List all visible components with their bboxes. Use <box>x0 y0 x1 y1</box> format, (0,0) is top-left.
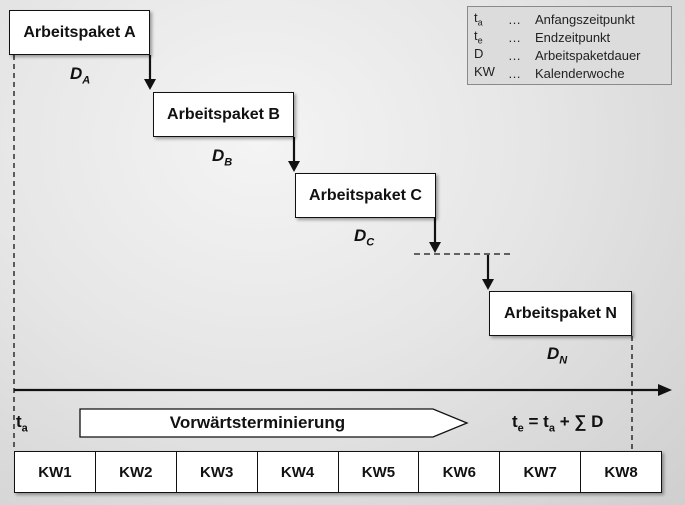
package-label-c: Arbeitspaket C <box>309 186 422 204</box>
legend-box: ta…Anfangszeitpunkt te…Endzeitpunkt D…Ar… <box>467 6 672 85</box>
arrowhead-a-b <box>144 79 156 90</box>
end-time-formula: te = ta + ∑ D <box>512 412 604 435</box>
duration-label-c: DC <box>354 226 375 249</box>
time-axis-arrowhead <box>658 384 672 396</box>
week-cell: KW2 <box>94 451 176 493</box>
package-box-n: Arbeitspaket N <box>489 291 632 336</box>
week-cell: KW1 <box>14 451 95 493</box>
week-cell: KW7 <box>499 451 581 493</box>
week-cell: KW3 <box>175 451 257 493</box>
package-label-a: Arbeitspaket A <box>23 23 136 41</box>
week-cell: KW4 <box>256 451 338 493</box>
package-box-a: Arbeitspaket A <box>9 10 150 55</box>
legend-row: te…Endzeitpunkt <box>474 28 611 46</box>
week-cell: KW6 <box>418 451 500 493</box>
calendar-week-row: KW1 KW2 KW3 KW4 KW5 KW6 KW7 KW8 <box>14 451 662 493</box>
start-time-label: ta <box>16 412 28 435</box>
legend-row: KW…Kalenderwoche <box>474 64 625 81</box>
duration-label-b: DB <box>212 146 233 169</box>
package-label-b: Arbeitspaket B <box>167 105 280 123</box>
direction-arrow <box>79 408 469 438</box>
package-box-b: Arbeitspaket B <box>153 92 294 137</box>
week-cell: KW8 <box>580 451 662 493</box>
direction-label: Vorwärtsterminierung <box>169 413 346 432</box>
arrowhead-gap-n <box>482 279 494 290</box>
legend-row: ta…Anfangszeitpunkt <box>474 10 635 28</box>
duration-label-n: DN <box>547 344 568 367</box>
legend-row: D…Arbeitspaketdauer <box>474 46 641 63</box>
week-cell: KW5 <box>337 451 419 493</box>
package-label-n: Arbeitspaket N <box>504 304 617 322</box>
package-box-c: Arbeitspaket C <box>295 173 436 218</box>
arrowhead-b-c <box>288 161 300 172</box>
arrowhead-c-gap <box>429 242 441 253</box>
duration-label-a: DA <box>70 64 91 87</box>
